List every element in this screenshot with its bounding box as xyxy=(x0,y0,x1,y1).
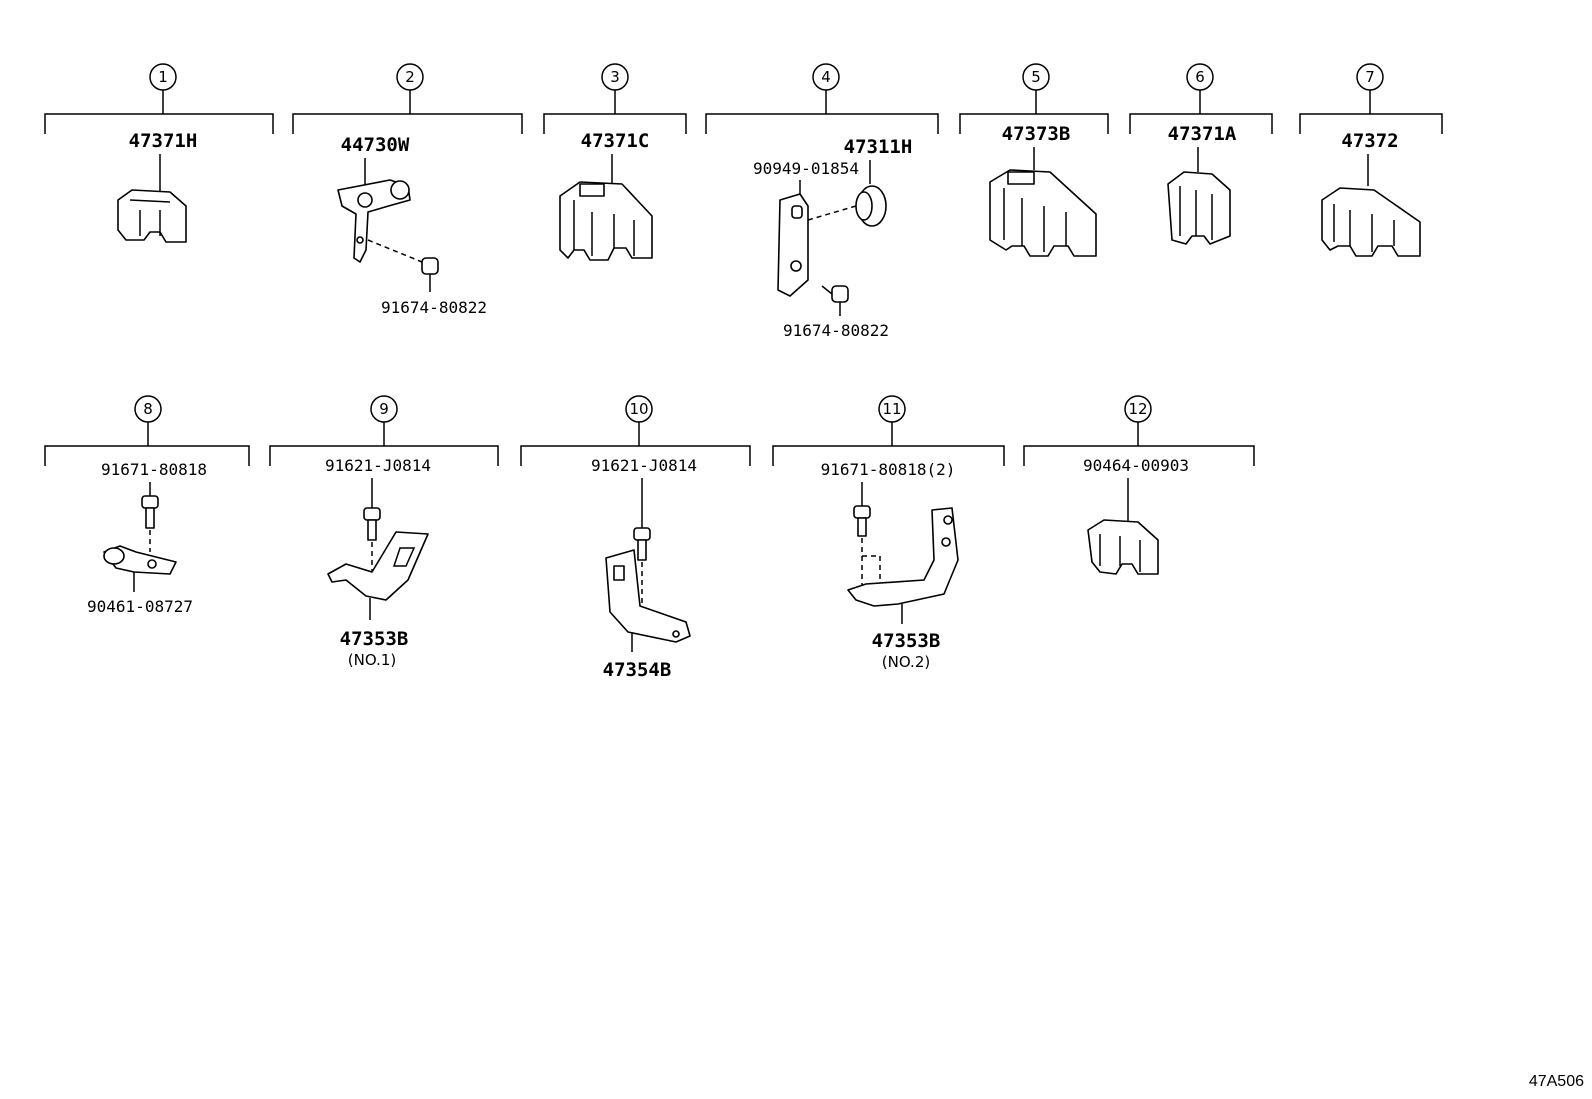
part-number-47311H: 47311H xyxy=(844,136,913,158)
group-6: 6 47371A xyxy=(1129,63,1273,245)
part-number-91621-J0814-a: 91621-J0814 xyxy=(325,456,431,475)
note-no1: (NO.1) xyxy=(348,651,396,669)
part-number-47373B: 47373B xyxy=(1002,123,1071,145)
callout-number-3: 3 xyxy=(610,68,620,86)
part-number-47371A: 47371A xyxy=(1168,123,1237,145)
callout-number-11: 11 xyxy=(882,400,901,418)
group-8: 8 91671-80818 90461-08727 xyxy=(44,395,250,616)
bracket-47353B-no1 xyxy=(327,531,429,601)
callout-number-2: 2 xyxy=(405,68,415,86)
bracket-12 xyxy=(1023,422,1255,466)
callout-number-9: 9 xyxy=(379,400,389,418)
group-1: 1 47371H xyxy=(44,63,274,243)
bracket-11 xyxy=(772,422,1005,466)
part-number-47371C: 47371C xyxy=(581,130,650,152)
callout-number-4: 4 xyxy=(821,68,831,86)
clamp-47371H xyxy=(117,189,187,243)
group-5: 5 47373B xyxy=(959,63,1109,257)
clamp-47372 xyxy=(1321,187,1421,257)
part-number-91671-80818-2: 91671-80818(2) xyxy=(821,460,956,479)
clamp-47371C xyxy=(559,181,653,261)
bracket-8 xyxy=(44,422,250,466)
bolt-91671-80818-b xyxy=(853,505,871,537)
group-2: 2 44730W 91674-80822 xyxy=(292,63,523,317)
group-4: 4 47311H 90949-01854 91674-80822 xyxy=(705,63,939,340)
part-number-91674-80822-b: 91674-80822 xyxy=(783,321,889,340)
bracket-3 xyxy=(543,90,687,134)
part-number-47371H: 47371H xyxy=(129,130,198,152)
part-number-91671-80818-a: 91671-80818 xyxy=(101,460,207,479)
callout-number-8: 8 xyxy=(143,400,153,418)
callout-number-6: 6 xyxy=(1195,68,1205,86)
clamp-47373B xyxy=(989,169,1097,257)
clamp-90461-08727 xyxy=(103,545,177,575)
bracket-47354B xyxy=(605,549,691,643)
part-number-91674-80822-a: 91674-80822 xyxy=(381,298,487,317)
note-no2: (NO.2) xyxy=(882,653,930,671)
bolt-91674-80822-a xyxy=(421,257,439,292)
bracket-9 xyxy=(269,422,499,466)
bolt-91671-80818-a xyxy=(141,495,159,529)
callout-number-12: 12 xyxy=(1128,400,1147,418)
callout-number-1: 1 xyxy=(158,68,168,86)
group-10: 10 91621-J0814 47354B xyxy=(520,395,751,681)
bracket-47311H xyxy=(777,193,809,297)
part-number-91621-J0814-b: 91621-J0814 xyxy=(591,456,697,475)
part-number-44730W: 44730W xyxy=(341,134,410,156)
bracket-4 xyxy=(705,90,939,134)
bolt-91621-J0814-b xyxy=(633,527,651,561)
bolt-91674-80822-b xyxy=(821,285,849,316)
group-11: 11 91671-80818(2) 47353B (NO.2) xyxy=(772,395,1005,671)
callout-number-7: 7 xyxy=(1365,68,1375,86)
bracket-7 xyxy=(1299,90,1443,134)
part-number-90461-08727: 90461-08727 xyxy=(87,597,193,616)
part-number-47353B-no1: 47353B xyxy=(340,628,409,650)
figure-reference-code: 47A506 xyxy=(1528,1073,1584,1090)
bracket-2 xyxy=(292,90,523,134)
bracket-6 xyxy=(1129,90,1273,134)
bracket-1 xyxy=(44,90,274,134)
bracket-10 xyxy=(520,422,751,466)
part-number-90464-00903: 90464-00903 xyxy=(1083,456,1189,475)
part-number-47354B: 47354B xyxy=(603,659,672,681)
bolt-91621-J0814-a xyxy=(363,507,381,541)
clamp-90464-00903 xyxy=(1087,519,1159,575)
group-12: 12 90464-00903 xyxy=(1023,395,1255,575)
bracket-5 xyxy=(959,90,1109,134)
part-number-47372: 47372 xyxy=(1341,130,1398,152)
group-9: 9 91621-J0814 47353B (NO.1) xyxy=(269,395,499,669)
bracket-47353B-no2 xyxy=(847,507,959,607)
group-3: 3 47371C xyxy=(543,63,687,261)
part-number-90949-01854: 90949-01854 xyxy=(753,159,859,178)
clamp-47371A xyxy=(1167,171,1231,245)
part-number-47353B-no2: 47353B xyxy=(872,630,941,652)
bracket-44730W xyxy=(337,179,411,263)
grommet-90949-01854 xyxy=(855,185,887,227)
group-7: 7 47372 xyxy=(1299,63,1443,257)
callout-number-10: 10 xyxy=(629,400,648,418)
callout-number-5: 5 xyxy=(1031,68,1041,86)
